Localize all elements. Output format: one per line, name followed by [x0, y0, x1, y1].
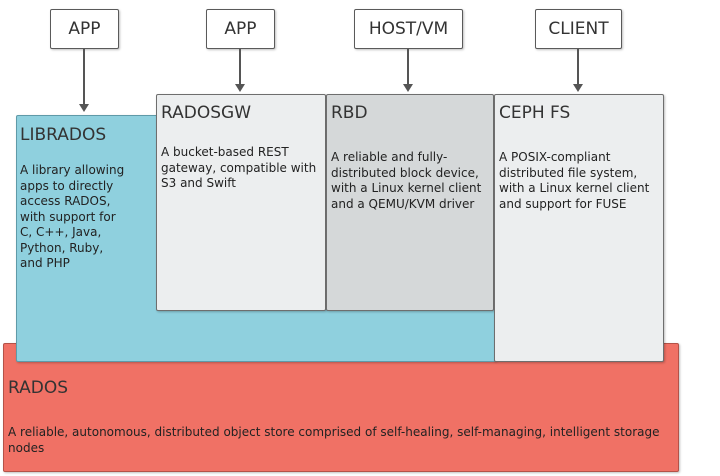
rbd-description: A reliable and fully-distributed block d…	[331, 150, 482, 211]
arrow-app-to-radosgw	[239, 49, 241, 84]
rados-box: RADOS A reliable, autonomous, distribute…	[3, 343, 679, 472]
cephfs-box: CEPH FS A POSIX-compliant distributed fi…	[494, 94, 664, 362]
app-client-box-2: APP	[206, 9, 275, 49]
rados-description: A reliable, autonomous, distributed obje…	[8, 425, 660, 455]
radosgw-box: RADOSGW A bucket-based REST gateway, com…	[156, 94, 326, 311]
arrow-client-to-cephfs	[577, 49, 579, 84]
librados-description: A library allowing apps to directly acce…	[20, 163, 125, 270]
arrow-head-rbd	[403, 84, 413, 92]
radosgw-description: A bucket-based REST gateway, compatible …	[161, 145, 317, 190]
app-client-box-1: APP	[50, 9, 119, 49]
arrow-head-radosgw	[235, 84, 245, 92]
arrow-app-to-librados	[83, 49, 85, 105]
cephfs-title: CEPH FS	[499, 103, 571, 123]
host-vm-client-box: HOST/VM	[354, 9, 463, 49]
cephfs-description: A POSIX-compliant distributed file syste…	[499, 150, 650, 211]
rbd-box: RBD A reliable and fully-distributed blo…	[326, 94, 494, 311]
arrow-head-librados	[79, 104, 89, 112]
rbd-title: RBD	[331, 103, 368, 123]
client-box: CLIENT	[535, 9, 622, 49]
rados-title: RADOS	[8, 378, 69, 398]
arrow-head-cephfs	[573, 84, 583, 92]
librados-title: LIBRADOS	[20, 125, 107, 145]
radosgw-title: RADOSGW	[161, 103, 251, 123]
arrow-host-to-rbd	[407, 49, 409, 84]
